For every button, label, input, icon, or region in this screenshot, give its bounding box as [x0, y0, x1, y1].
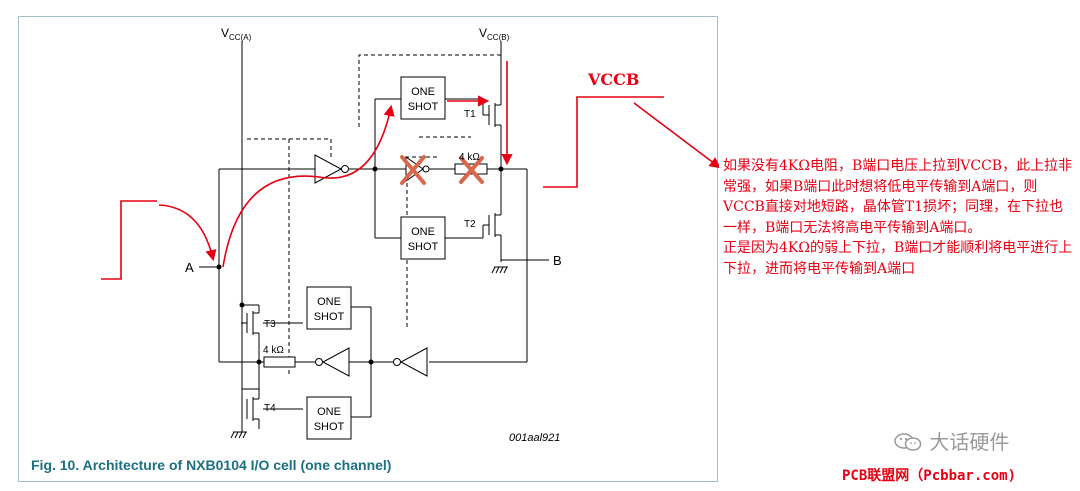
arrow-to-note	[633, 102, 719, 169]
annotation-paragraph-1: 如果没有4KΩ电阻，B端口电压上拉到VCCB，此上拉非常强，如果B端口此时想将低…	[723, 158, 1073, 236]
one-shot-4-line1: ONE	[317, 406, 341, 418]
one-shot-boxes	[306, 76, 446, 440]
port-a-label: A	[185, 260, 194, 275]
one-shot-2-line1: ONE	[411, 226, 435, 238]
circuit-diagram: ONE SHOT ONE SHOT ONE SHOT ONE SHOT	[101, 26, 719, 440]
buffer-forward	[314, 154, 343, 184]
resistor-top-label: 4 kΩ	[459, 152, 480, 163]
vcca-label: VCC(A)	[221, 26, 252, 42]
junction-dots	[216, 166, 504, 365]
schematic-figure: ONE SHOT ONE SHOT ONE SHOT ONE SHOT	[18, 16, 719, 482]
one-shot-3-line1: ONE	[317, 296, 341, 308]
arrow-through-buffer	[222, 104, 395, 268]
one-shot-1-line2: SHOT	[408, 101, 439, 113]
one-shot-2-line2: SHOT	[408, 241, 439, 253]
output-waveform	[543, 96, 664, 188]
watermark: 大话硬件	[893, 426, 1009, 455]
dashed-control-lines	[247, 54, 501, 377]
t1-label: T1	[464, 109, 476, 120]
wechat-icon	[894, 433, 922, 451]
t4-label: T4	[264, 403, 276, 414]
arrow-to-port-a	[158, 204, 217, 262]
vccb-annotation-label: VCCB	[588, 70, 640, 89]
watermark-text: 大话硬件	[929, 430, 1010, 454]
red-signal-annotations	[101, 61, 719, 280]
resistor-bottom	[263, 356, 296, 368]
figure-code: 001aal921	[509, 432, 561, 444]
input-waveform	[101, 200, 157, 280]
power-rails	[241, 41, 502, 417]
buffer-return-1	[321, 347, 350, 377]
buffers	[314, 154, 430, 377]
one-shot-labels: ONE SHOT ONE SHOT ONE SHOT ONE SHOT	[314, 86, 439, 433]
port-b-label: B	[553, 253, 562, 268]
one-shot-3-line2: SHOT	[314, 311, 345, 323]
t2-label: T2	[464, 219, 476, 230]
one-shot-1-line1: ONE	[411, 86, 435, 98]
annotation-note: 如果没有4KΩ电阻，B端口电压上拉到VCCB，此上拉非常强，如果B端口此时想将低…	[723, 156, 1075, 279]
resistor-bottom-label: 4 kΩ	[263, 345, 284, 356]
vccb-label: VCC(B)	[479, 26, 510, 42]
main-wiring	[199, 92, 549, 439]
source-credit: PCB联盟网（Pcbbar.com)	[842, 468, 1017, 484]
buffer-return-2	[399, 347, 428, 377]
red-crosses	[400, 155, 484, 185]
annotation-paragraph-2: 正是因为4KΩ的弱上下拉，B端口才能顺利将电平进行上下拉，进而将电平传输到A端口	[723, 240, 1073, 277]
figure-caption: Fig. 10. Architecture of NXB0104 I/O cel…	[31, 457, 392, 473]
one-shot-4-line2: SHOT	[314, 421, 345, 433]
t3-label: T3	[264, 319, 276, 330]
